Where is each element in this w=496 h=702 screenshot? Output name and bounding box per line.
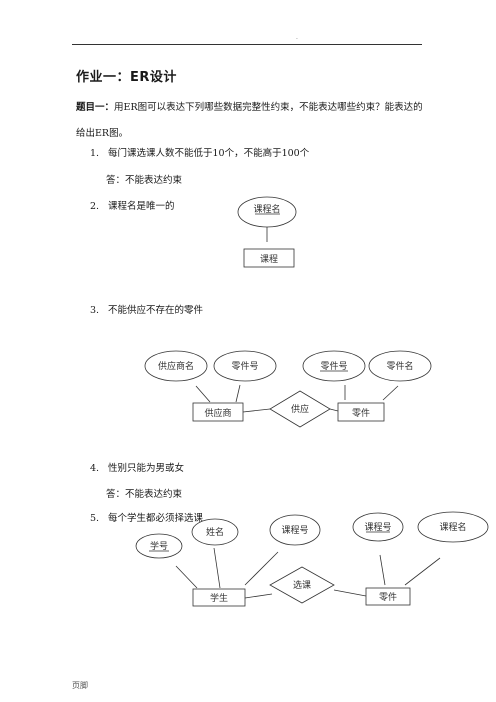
item-5: 5. 每个学生都必须择选课 [90,510,203,524]
header-rule [72,44,422,45]
attribute-ellipse [213,350,277,382]
item-number: 4. [90,463,100,474]
attribute-label: 学号 [150,540,168,552]
connector-line [244,551,279,586]
page-title: 作业一：ER设计 [76,70,177,85]
attribute-ellipse [191,518,239,546]
item-4-answer: 答：不能表达约束 [106,489,183,500]
attribute-ellipse [352,512,404,542]
question-label: 题目一： [76,102,115,113]
item-text: 每个学生都必须择选课 [108,513,204,524]
attribute-ellipse [269,514,321,546]
attribute-label: 零件名 [386,360,413,372]
attribute-label: 供应商名 [158,360,194,372]
attribute-label: 课程号 [364,522,391,533]
connector-line [382,385,399,401]
attribute-label: 课程名 [439,521,466,533]
relationship-diamond [269,566,335,604]
attribute-ellipse [135,533,183,559]
attribute-label: 课程名 [253,203,280,215]
attribute-label: 姓名 [206,526,224,538]
connector-line [244,593,273,599]
entity-label: 课程 [260,254,278,265]
attribute-label: 零件号 [231,360,258,372]
attribute-label: 课程号 [281,525,308,536]
entity-box [192,588,246,607]
attribute-ellipse [302,350,366,382]
item-number: 1. [90,148,100,159]
item-number: 2. [90,201,100,212]
connector-line [242,408,271,413]
attribute-ellipse [144,350,208,382]
connector-line [235,384,241,403]
item-1: 1. 每门课选课人数不能低于10个，不能高于100个 [90,145,309,159]
entity-label: 零件 [379,591,397,603]
connector-line [213,547,221,589]
attribute-ellipse [368,350,432,382]
attribute-label: 零件号 [320,360,347,372]
item-text: 性别只能为男或女 [108,463,185,474]
item-1-answer: 答：不能表达约束 [106,175,183,186]
entity-label: 零件 [352,407,370,419]
item-2: 2. 课程名是唯一的 [90,198,175,212]
item-text: 课程名是唯一的 [108,201,175,212]
connector-line [404,557,441,586]
entity-box [243,248,295,268]
header-mark: . [296,34,298,41]
relationship-label: 选课 [293,579,311,591]
entity-label: 供应商 [204,407,231,419]
connector-line [175,565,198,589]
relationship-diamond [269,390,331,428]
connector-line [379,554,386,586]
attribute-ellipse [417,511,489,543]
page-footer: 页脚 [72,681,88,690]
item-number: 5. [90,513,100,524]
item-text: 不能供应不存在的零件 [108,305,204,316]
question-paragraph: 题目一：用ER图可以表达下列哪些数据完整性约束，不能表达哪些约束？能表达的给出E… [76,95,426,147]
entity-box [337,402,385,422]
item-text: 每门课选课人数不能低于10个，不能高于100个 [108,148,310,159]
item-number: 3. [90,305,100,316]
item-3: 3. 不能供应不存在的零件 [90,302,203,316]
entity-label: 学生 [210,592,228,604]
entity-box [365,587,411,606]
question-text: 用ER图可以表达下列哪些数据完整性约束，不能表达哪些约束？能表达的给出ER图。 [76,102,423,139]
connector-line [333,589,367,597]
relationship-label: 供应 [291,403,309,415]
connector-line [195,385,211,403]
item-4: 4. 性别只能为男或女 [90,460,184,474]
connector-line [329,408,339,412]
